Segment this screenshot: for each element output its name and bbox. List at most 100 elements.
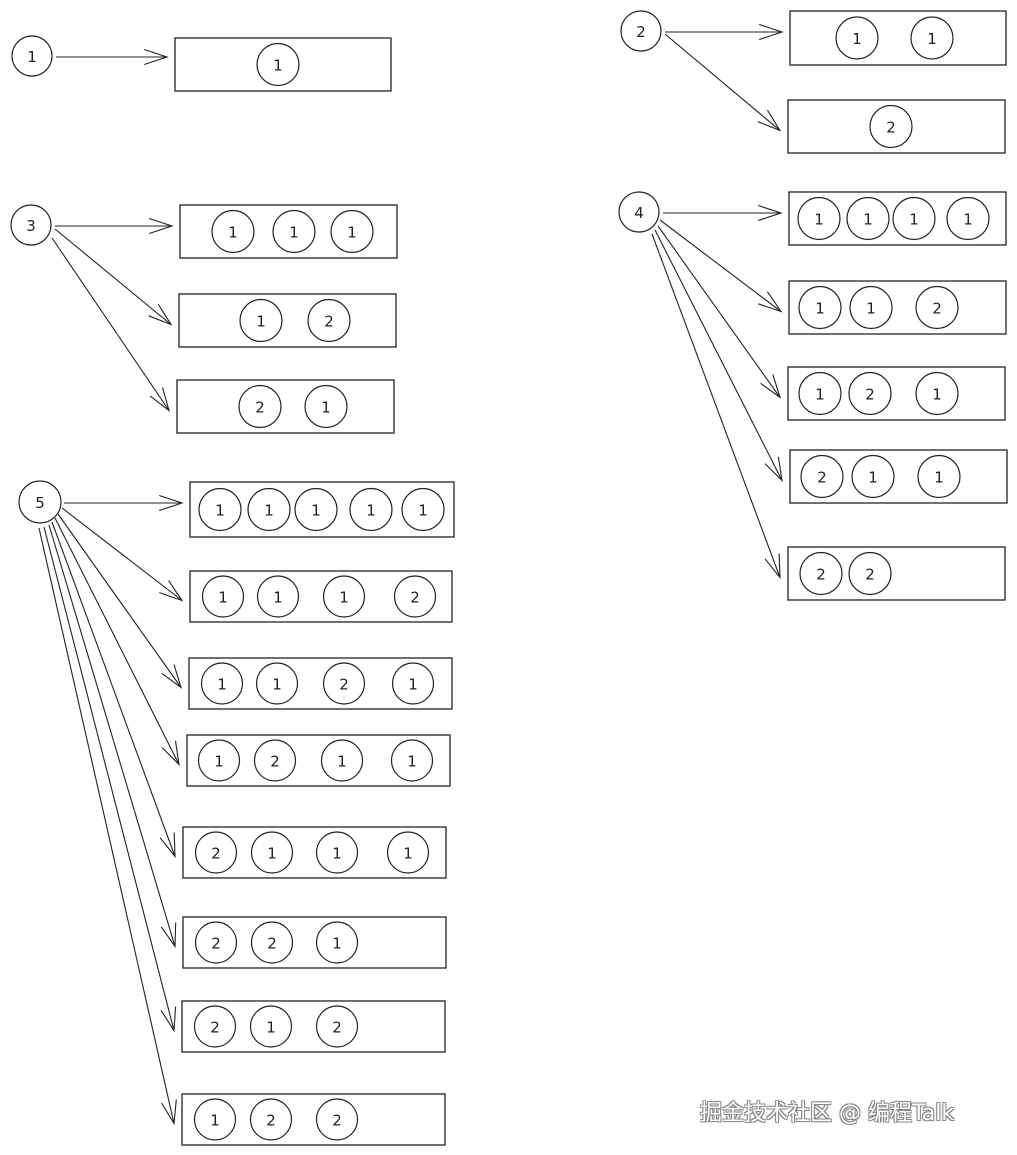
step-circle-3-3-2-circle <box>304 384 348 429</box>
step-circle-5-7-1-label: 2 <box>210 1019 220 1037</box>
arrow-head <box>149 387 170 412</box>
step-circle-5-2-2-label: 1 <box>273 589 283 607</box>
arrow-shaft <box>659 219 782 312</box>
step-circle-5-4-2-circle <box>253 739 297 782</box>
arrow-shaft <box>657 225 781 398</box>
step-circle-3-2-2: 2 <box>307 298 351 343</box>
arrow-shaft <box>654 229 783 481</box>
arrow-head <box>759 23 784 41</box>
step-circle-5-5-3-label: 1 <box>332 845 342 863</box>
step-circle-4-2-3: 2 <box>915 285 959 330</box>
step-circle-5-2-4-label: 2 <box>410 589 420 607</box>
step-circle-5-4-4: 1 <box>390 739 434 782</box>
step-circle-4-3-3-circle <box>915 371 959 416</box>
step-circle-5-4-4-circle <box>390 739 434 782</box>
step-circle-5-4-2-label: 2 <box>270 753 280 771</box>
step-circle-5-1-2-circle <box>247 487 291 532</box>
step-circle-5-2-1: 1 <box>201 575 245 618</box>
step-node-4: 4 <box>618 191 660 233</box>
arrow-head <box>144 48 169 66</box>
step-circle-5-7-1-circle <box>193 1005 237 1048</box>
arrow-shaft <box>54 517 180 765</box>
step-circle-5-3-3-label: 2 <box>339 676 349 694</box>
watermark: 掘金技术社区 @ 编程Talk <box>700 1101 955 1126</box>
step-circle-5-8-3: 2 <box>315 1098 359 1141</box>
arrow-head <box>760 374 782 399</box>
arrow-3-to-2 <box>54 228 173 326</box>
step-circle-4-1-2: 1 <box>846 196 890 241</box>
step-circle-5-6-3: 1 <box>315 921 359 964</box>
step-node-4-circle <box>618 191 660 233</box>
step-circle-5-1-4: 1 <box>349 487 393 532</box>
arrow-4-to-4 <box>654 229 783 483</box>
step-node-3: 3 <box>10 204 52 246</box>
arrow-1-to-1 <box>56 48 169 66</box>
step-circle-5-6-2-circle <box>250 921 294 964</box>
arrow-shaft <box>54 228 172 325</box>
step-circle-5-4-2: 2 <box>253 739 297 782</box>
step-circle-5-4-1-label: 1 <box>214 753 224 771</box>
step-circle-5-5-1: 2 <box>194 831 238 874</box>
arrow-head <box>764 553 781 580</box>
step-circle-4-1-3-circle <box>892 196 936 241</box>
step-circle-3-1-3-label: 1 <box>347 224 357 242</box>
step-circle-5-6-2: 2 <box>250 921 294 964</box>
step-circle-3-2-1-label: 1 <box>256 313 266 331</box>
step-circle-5-1-2: 1 <box>247 487 291 532</box>
arrow-5-to-8 <box>38 527 177 1126</box>
step-circle-5-1-3-circle <box>294 487 338 532</box>
arrow-3-to-1 <box>55 217 174 235</box>
step-circle-5-5-3: 1 <box>315 831 359 874</box>
step-node-1-label: 1 <box>27 48 37 66</box>
step-circle-4-1-1-label: 1 <box>814 211 824 229</box>
step-circle-4-5-2: 2 <box>848 551 892 596</box>
step-circle-5-7-3-circle <box>315 1005 359 1048</box>
step-circle-2-1-2-circle <box>910 16 954 60</box>
step-circle-5-3-3: 2 <box>322 662 366 705</box>
step-node-4-label: 4 <box>634 204 644 222</box>
step-circle-4-5-2-label: 2 <box>865 566 875 584</box>
step-circle-5-3-3-circle <box>322 662 366 705</box>
arrow-shaft <box>43 526 175 1031</box>
arrow-shaft <box>38 527 175 1124</box>
step-node-2: 2 <box>620 10 662 52</box>
step-circle-5-3-1-circle <box>200 662 244 705</box>
step-circle-5-8-3-circle <box>315 1098 359 1141</box>
step-circle-4-4-2: 1 <box>851 454 895 499</box>
step-circle-5-1-3: 1 <box>294 487 338 532</box>
step-circle-2-1-2: 1 <box>910 16 954 60</box>
step-circle-5-6-1: 2 <box>194 921 238 964</box>
step-circle-4-1-4: 1 <box>946 196 990 241</box>
step-circle-4-3-3-label: 1 <box>932 386 942 404</box>
step-circle-3-2-1: 1 <box>239 298 283 343</box>
step-circle-5-1-1-circle <box>198 487 242 532</box>
arrow-5-to-7 <box>43 526 177 1033</box>
arrow-head <box>149 217 174 235</box>
step-circle-3-2-1-circle <box>239 298 283 343</box>
step-circle-4-2-2-label: 1 <box>866 300 876 318</box>
step-circle-4-4-3-circle <box>917 454 961 499</box>
step-circle-5-2-3: 1 <box>322 575 366 618</box>
step-circle-3-1-3-circle <box>330 209 374 254</box>
step-circle-4-4-3-label: 1 <box>934 469 944 487</box>
arrow-head <box>161 664 183 689</box>
arrow-head <box>159 832 176 859</box>
step-circle-5-2-1-circle <box>201 575 245 618</box>
step-circle-4-2-2: 1 <box>849 285 893 330</box>
arrow-5-to-1 <box>64 494 184 512</box>
step-circle-2-2-1-label: 2 <box>886 119 896 137</box>
step-circle-4-4-2-circle <box>851 454 895 499</box>
step-circle-4-4-2-label: 1 <box>868 469 878 487</box>
step-circle-5-3-4-circle <box>391 662 435 705</box>
step-circle-4-3-1-circle <box>798 371 842 416</box>
step-circle-4-2-1-circle <box>798 285 842 330</box>
sequence-box-3-3 <box>176 379 395 434</box>
step-node-5-circle <box>18 480 62 524</box>
arrow-shaft <box>651 233 781 578</box>
step-node-2-circle <box>620 10 662 52</box>
step-circle-5-3-2-label: 1 <box>272 676 282 694</box>
step-circle-4-5-1-circle <box>799 551 843 596</box>
step-circle-5-3-4: 1 <box>391 662 435 705</box>
step-circle-3-1-1-circle <box>211 209 255 254</box>
